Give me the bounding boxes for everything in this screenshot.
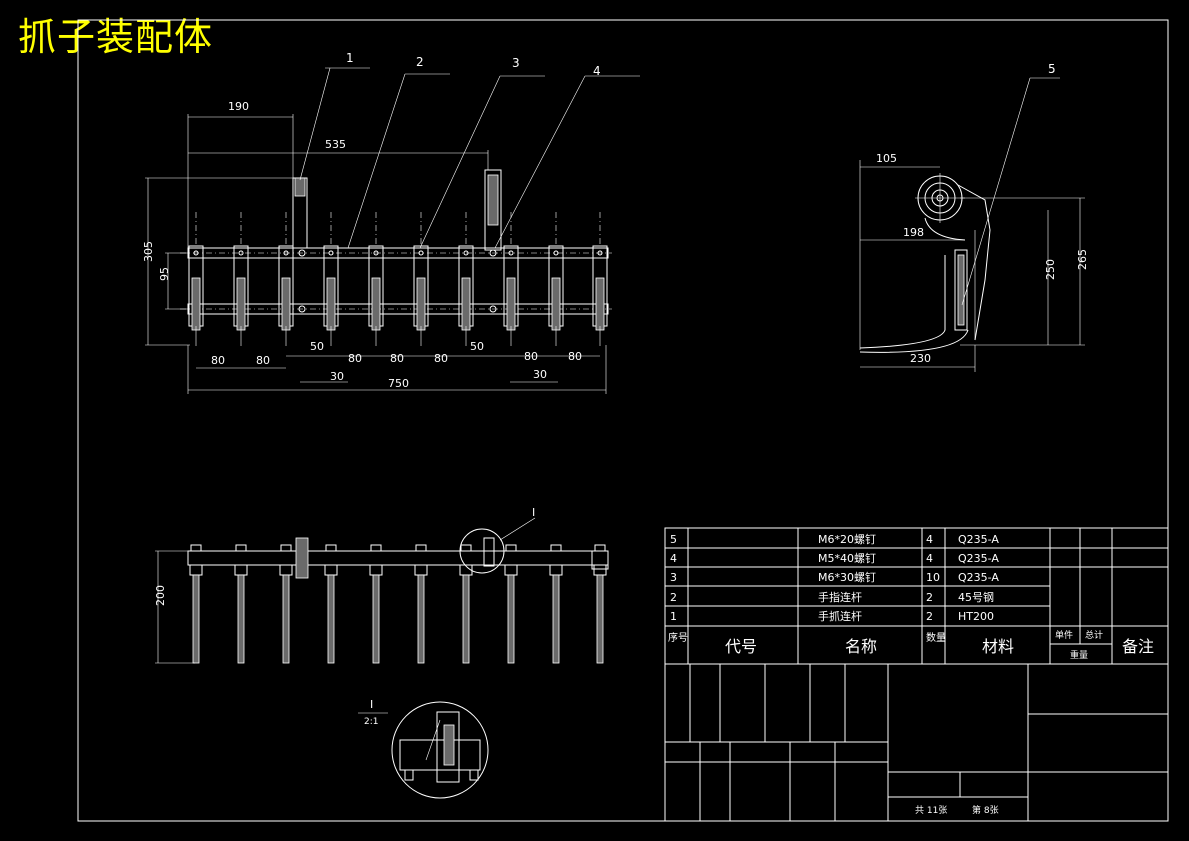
leader-4: 4 xyxy=(593,64,601,78)
part-qty: 4 xyxy=(926,552,933,565)
hdr-unit: 单件 xyxy=(1055,629,1073,641)
side-view: 5 105 198 230 250 265 xyxy=(859,62,1089,372)
hdr-no: 序号 xyxy=(668,631,688,644)
drawing-title: 抓子装配体 xyxy=(18,15,214,59)
part-no: 4 xyxy=(670,552,677,565)
finger xyxy=(323,212,339,346)
part-name: M6*20螺钉 xyxy=(818,533,876,546)
top-view: I 200 xyxy=(154,506,609,664)
part-no: 1 xyxy=(670,610,677,623)
leader-5: 5 xyxy=(1048,62,1056,76)
hdr-weight: 重量 xyxy=(1070,649,1088,661)
dim-198: 198 xyxy=(903,226,924,239)
detail-view: I 2:1 xyxy=(358,698,489,799)
top-finger xyxy=(189,544,203,664)
dim-200: 200 xyxy=(154,585,167,606)
top-finger xyxy=(459,544,473,664)
dim-30-b: 30 xyxy=(533,368,547,381)
hdr-code: 代号 xyxy=(725,637,757,656)
top-finger xyxy=(234,544,248,664)
dim-50-b: 50 xyxy=(470,340,484,353)
finger xyxy=(592,212,608,346)
part-qty: 2 xyxy=(926,610,933,623)
part-qty: 4 xyxy=(926,533,933,546)
dim-305: 305 xyxy=(142,241,155,262)
sheet-count: 共 11张 xyxy=(915,805,947,816)
finger xyxy=(413,212,429,346)
leader-3: 3 xyxy=(512,56,520,70)
dim-80-a: 80 xyxy=(211,354,225,367)
dim-535: 535 xyxy=(325,138,346,151)
top-finger xyxy=(414,544,428,664)
dim-50-a: 50 xyxy=(310,340,324,353)
part-material: Q235-A xyxy=(958,533,999,546)
part-material: Q235-A xyxy=(958,552,999,565)
dim-80-c: 80 xyxy=(348,352,362,365)
finger xyxy=(278,212,294,346)
finger xyxy=(503,212,519,346)
dim-190: 190 xyxy=(228,100,249,113)
hdr-note: 备注 xyxy=(1122,637,1154,656)
leader-2: 2 xyxy=(416,55,424,69)
part-qty: 2 xyxy=(926,591,933,604)
dim-250: 250 xyxy=(1044,259,1057,280)
top-finger xyxy=(369,544,383,664)
hdr-name: 名称 xyxy=(845,637,877,656)
hdr-qty: 数量 xyxy=(926,631,946,644)
dim-230: 230 xyxy=(910,352,931,365)
part-material: HT200 xyxy=(958,610,994,623)
dim-750: 750 xyxy=(388,377,409,390)
dim-30-a: 30 xyxy=(330,370,344,383)
dim-80-e: 80 xyxy=(434,352,448,365)
top-finger xyxy=(279,544,293,664)
part-no: 5 xyxy=(670,533,677,546)
part-no: 3 xyxy=(670,571,677,584)
dim-265: 265 xyxy=(1076,249,1089,270)
top-finger xyxy=(504,544,518,664)
drawing-frame xyxy=(77,19,1169,822)
dim-80-g: 80 xyxy=(568,350,582,363)
hdr-material: 材料 xyxy=(982,637,1014,656)
finger xyxy=(548,212,564,346)
finger xyxy=(368,212,384,346)
part-name: 手抓连杆 xyxy=(818,609,862,623)
top-finger xyxy=(593,544,607,664)
front-view: 1 2 3 4 190 535 305 95 80 80 50 80 80 80… xyxy=(142,51,640,394)
leader-1: 1 xyxy=(346,51,354,65)
dim-80-d: 80 xyxy=(390,352,404,365)
part-material: Q235-A xyxy=(958,571,999,584)
title-block: 共 11张 第 8张 xyxy=(664,663,1169,822)
detail-ref-label: I xyxy=(532,506,535,519)
part-material: 45号钢 xyxy=(958,591,994,604)
dim-80-f: 80 xyxy=(524,350,538,363)
detail-label: I xyxy=(370,698,373,711)
part-no: 2 xyxy=(670,591,677,604)
dim-105: 105 xyxy=(876,152,897,165)
finger xyxy=(233,212,249,346)
top-finger xyxy=(549,544,563,664)
finger xyxy=(188,212,204,346)
dim-80-b: 80 xyxy=(256,354,270,367)
dim-95: 95 xyxy=(158,267,171,281)
finger xyxy=(458,212,474,346)
hdr-total: 总计 xyxy=(1085,629,1103,641)
part-name: M6*30螺钉 xyxy=(818,571,876,584)
top-finger xyxy=(324,544,338,664)
part-name: 手指连杆 xyxy=(818,590,862,604)
part-qty: 10 xyxy=(926,571,940,584)
part-name: M5*40螺钉 xyxy=(818,552,876,565)
finger-group xyxy=(188,212,608,346)
sheet-number: 第 8张 xyxy=(972,804,999,816)
detail-scale: 2:1 xyxy=(364,717,378,727)
